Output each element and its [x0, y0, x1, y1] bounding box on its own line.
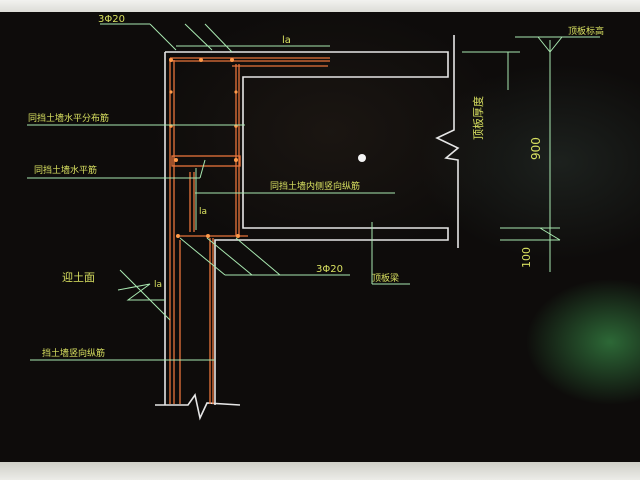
- label-dim-100: 100: [520, 247, 533, 268]
- leader-lines: [27, 23, 600, 361]
- wall-outline: [155, 35, 460, 421]
- label-wall-vertical: 挡土墙竖向纵筋: [42, 347, 105, 359]
- label-dim-900: 900: [529, 137, 543, 160]
- annotation-texts: 3Φ20 la 同挡土墙水平分布筋 同挡土墙水平筋 同挡土墙内侧竖向纵筋 la …: [28, 14, 604, 359]
- label-roof-beam: 顶板梁: [372, 272, 399, 284]
- cad-drawing[interactable]: 3Φ20 la 同挡土墙水平分布筋 同挡土墙水平筋 同挡土墙内侧竖向纵筋 la …: [0, 12, 640, 464]
- label-wall-horizontal-lap: 同挡土墙水平筋: [34, 164, 97, 176]
- center-marker: [358, 154, 366, 162]
- monitor-bezel-top: [0, 0, 640, 14]
- cad-screen[interactable]: 3Φ20 la 同挡土墙水平分布筋 同挡土墙水平筋 同挡土墙内侧竖向纵筋 la …: [0, 12, 640, 464]
- label-roof-thickness: 顶板厚度: [471, 96, 485, 140]
- label-la-middle: la: [199, 207, 207, 217]
- monitor-bezel-bottom: [0, 462, 640, 480]
- label-la-top: la: [282, 35, 291, 46]
- label-bottom-bars: 3Φ20: [316, 264, 343, 275]
- rebar-group: [169, 57, 330, 404]
- label-wall-inner-vertical: 同挡土墙内侧竖向纵筋: [270, 180, 360, 192]
- label-roof-elevation: 顶板标高: [568, 25, 604, 37]
- label-top-bars: 3Φ20: [98, 14, 125, 25]
- label-wall-horizontal-distribution: 同挡土墙水平分布筋: [28, 112, 109, 124]
- label-la-left: la: [154, 280, 162, 290]
- label-soil-face: 迎土面: [62, 271, 95, 284]
